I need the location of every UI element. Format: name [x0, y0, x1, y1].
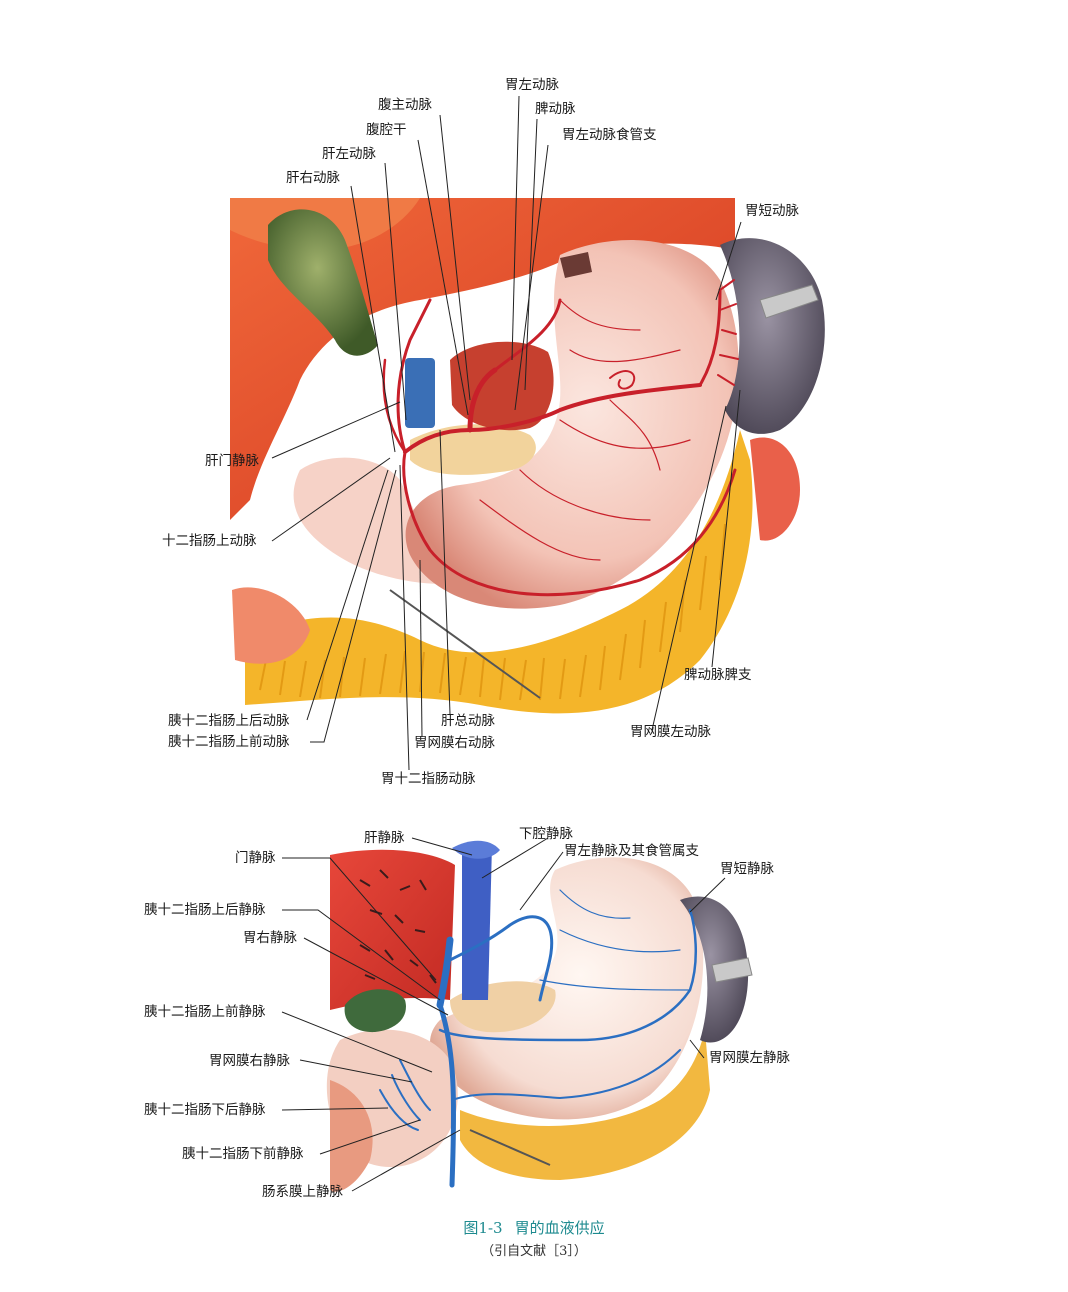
ivc-vessel — [462, 845, 492, 1000]
label-short-gastric-artery: 胃短动脉 — [745, 203, 799, 219]
label-left-gastroepiploic-vein: 胃网膜左静脉 — [709, 1050, 790, 1066]
label-common-hepatic-artery: 肝总动脉 — [441, 713, 495, 729]
label-superior-mesenteric-vein: 肠系膜上静脉 — [262, 1184, 343, 1200]
label-posterior-superior-pd-artery: 胰十二指肠上后动脉 — [168, 713, 290, 729]
gallbladder — [268, 209, 378, 356]
label-left-gastric-vein: 胃左静脉及其食管属支 — [564, 843, 699, 859]
label-posterior-inferior-pd-vein: 胰十二指肠下后静脉 — [144, 1102, 266, 1118]
label-right-gastric-vein: 胃右静脉 — [243, 930, 297, 946]
label-left-hepatic-artery: 肝左动脉 — [322, 146, 376, 162]
label-right-gastroepiploic-vein: 胃网膜右静脉 — [209, 1053, 290, 1069]
vein-probe — [469, 1129, 551, 1166]
stomach — [405, 240, 739, 609]
ivc-cap — [452, 840, 500, 859]
label-celiac-trunk: 腹腔干 — [366, 122, 407, 138]
colon-right — [750, 437, 800, 541]
label-right-hepatic-artery: 肝右动脉 — [286, 170, 340, 186]
label-splenic-branch: 脾动脉脾支 — [684, 667, 752, 683]
label-left-gastric-artery: 胃左动脉 — [505, 77, 559, 93]
label-anterior-superior-pd-vein: 胰十二指肠上前静脉 — [144, 1004, 266, 1020]
figure-number: 图1-3 — [463, 1219, 503, 1237]
label-anterior-inferior-pd-vein: 胰十二指肠下前静脉 — [182, 1146, 304, 1162]
vein-illustration — [326, 840, 753, 1192]
label-portal-vein: 门静脉 — [235, 850, 276, 866]
artery-leader-lines — [271, 95, 742, 771]
label-anterior-superior-pd-artery: 胰十二指肠上前动脉 — [168, 734, 290, 750]
label-posterior-superior-pd-vein: 胰十二指肠上后静脉 — [144, 902, 266, 918]
lesser-sac-opening — [450, 341, 554, 431]
retractor-clip-lower — [711, 957, 753, 983]
label-hepatic-vein: 肝静脉 — [364, 830, 405, 846]
jejunum — [330, 1080, 373, 1192]
venous-tree — [379, 889, 698, 1188]
label-right-gastroepiploic-artery: 胃网膜右动脉 — [414, 735, 495, 751]
stomach-veins — [430, 857, 704, 1120]
label-gastroduodenal-artery: 胃十二指肠动脉 — [381, 771, 476, 787]
retractor-clip — [759, 284, 819, 319]
probe — [389, 589, 541, 699]
omentum-fringe — [259, 523, 726, 701]
label-left-gastroepiploic-artery: 胃网膜左动脉 — [630, 724, 711, 740]
vein-leader-lines — [281, 837, 726, 1192]
label-ivc: 下腔静脉 — [519, 826, 573, 842]
omentum-lower — [460, 1030, 710, 1180]
esophagus-stump — [560, 252, 592, 278]
gallbladder-lower — [344, 989, 406, 1033]
figure-title: 胃的血液供应 — [514, 1219, 605, 1237]
figure-caption: 图1-3 胃的血液供应 — [0, 1217, 1068, 1238]
liver-vessels — [359, 869, 437, 984]
label-supraduodenal-artery: 十二指肠上动脉 — [162, 533, 257, 549]
figure-source: （引自文献［3］） — [481, 1244, 587, 1259]
label-short-gastric-vein: 胃短静脉 — [720, 861, 774, 877]
spleen — [720, 238, 825, 434]
label-left-gastric-esophageal-branch: 胃左动脉食管支 — [562, 127, 657, 143]
arterial-tree — [382, 279, 739, 597]
label-hepatic-portal-vein: 肝门静脉 — [205, 453, 259, 469]
portal-vein-segment — [405, 358, 435, 428]
label-abdominal-aorta: 腹主动脉 — [378, 97, 432, 113]
label-splenic-artery: 脾动脉 — [535, 101, 576, 117]
colon-loop — [232, 587, 310, 664]
artery-illustration — [230, 198, 825, 714]
